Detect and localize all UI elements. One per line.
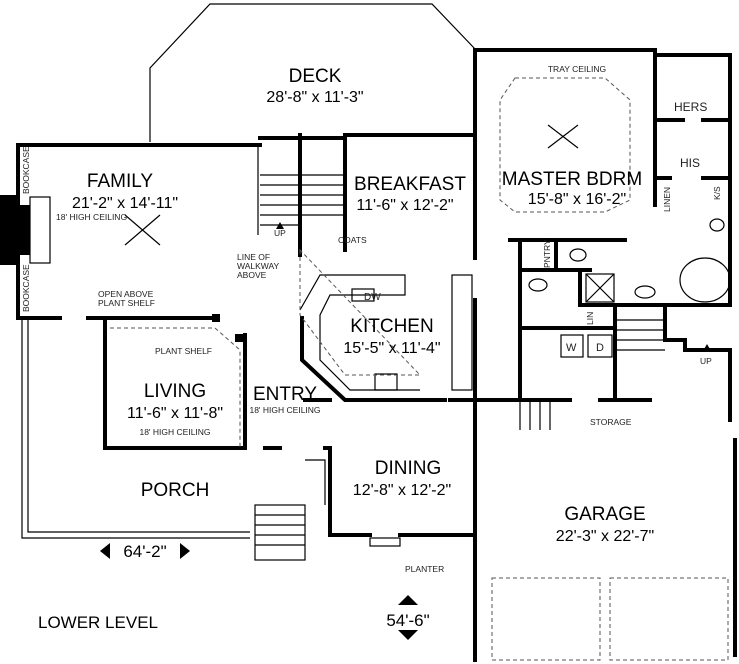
breakfast-size: 11'-6" x 12'-2" [356,197,453,214]
ks-label: K/S [712,186,722,200]
shower [585,273,615,303]
living-size: 11'-6" x 11'-8" [127,405,223,422]
walkway-label: WALKWAY [237,261,280,271]
bookcase-label: BOOKCASE [21,146,31,194]
tray-ceiling [499,77,631,213]
garage-size: 22'-3" x 22'-7" [556,528,654,545]
family-size: 21'-2" x 14'-11" [72,195,178,212]
walkway-line [299,248,422,376]
garage-label: GARAGE [564,504,645,525]
garage-door-left[interactable] [491,577,601,661]
depth-dimension: 54'-6" [386,611,429,630]
column [212,314,220,322]
sink [709,218,725,232]
walkway-label: LINE OF [237,252,270,262]
up-arrow-icon [703,344,711,351]
planter [369,537,401,547]
ceiling-fan-icon [547,124,579,149]
kitchen-size: 15'-5" x 11'-4" [343,340,440,357]
family-label: FAMILY [87,171,153,192]
bookcase-label: BOOKCASE [21,264,31,312]
tub [679,257,731,303]
up-label: UP [700,356,712,366]
range [374,373,398,391]
living-label: LIVING [144,381,206,402]
linen-label: LINEN [662,187,672,212]
sink [528,278,548,292]
planter-label: PLANTER [405,564,444,574]
hearth [29,196,51,264]
left-arrow-icon [100,543,110,559]
living-note: 18' HIGH CEILING [139,427,210,437]
sink [634,285,656,299]
entry-label: ENTRY [253,384,317,405]
entry-note: 18' HIGH CEILING [249,405,320,415]
walkway-label: ABOVE [237,270,267,280]
up-arrow-icon [398,595,418,605]
garage-steps [519,319,665,430]
breakfast-label: BREAKFAST [354,174,466,195]
porch-steps [254,504,306,561]
deck-outline [149,3,477,142]
hers-label: HERS [674,100,707,114]
open-above-label: PLANT SHELF [98,298,155,308]
down-arrow-icon [398,630,418,640]
dryer-label: D [596,342,604,354]
master-size: 15'-8" x 16'-2" [528,191,626,208]
porch-outline [21,320,250,539]
right-arrow-icon [180,543,190,559]
deck-label: DECK [289,66,342,87]
ceiling-fan-icon [124,214,161,246]
linen-closet-label: LIN [585,312,595,325]
dryer-box [587,334,613,358]
walls [16,48,737,662]
open-above-label: OPEN ABOVE [98,289,154,299]
sink [351,288,375,302]
washer-box [560,334,584,358]
counter-right [451,274,473,391]
coats-label: COATS [338,235,367,245]
stairs [257,145,345,235]
washer-label: W [566,342,577,354]
dishwasher-label: DW [364,292,381,303]
deck-size: 28'-8" x 11'-3" [266,89,363,106]
column [235,334,243,342]
garage-door-right[interactable] [609,577,729,661]
his-label: HIS [680,156,700,170]
plant-shelf-line [110,327,241,448]
pantry-label: PNTRY [542,239,552,268]
master-note: TRAY CEILING [548,64,606,74]
fireplace [0,195,30,265]
width-dimension: 64'-2" [123,542,166,561]
kitchen-label: KITCHEN [350,316,433,337]
up-label: UP [274,228,286,238]
master-label: MASTER BDRM [502,169,642,190]
family-note: 18' HIGH CEILING [56,212,127,222]
kitchen-counter [299,274,420,391]
storage-label: STORAGE [590,417,632,427]
up-arrow-icon [276,222,284,229]
porch-label: PORCH [141,480,210,501]
plant-shelf-label: PLANT SHELF [155,346,212,356]
toilet [569,248,587,262]
dining-size: 12'-8" x 12'-2" [353,482,451,499]
level-label: LOWER LEVEL [38,613,158,632]
dining-label: DINING [375,458,442,479]
